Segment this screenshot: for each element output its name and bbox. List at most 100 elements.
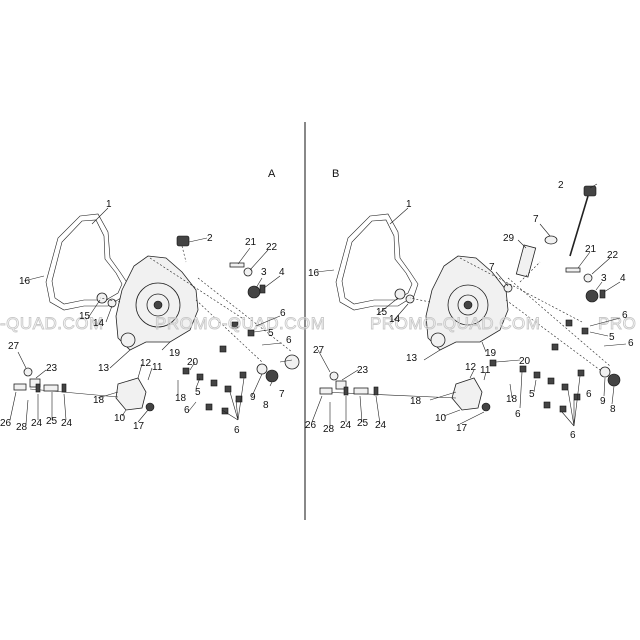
clamp-24b-b <box>373 386 379 396</box>
callout-b-6c: 6 <box>515 409 521 420</box>
callout-a-2: 2 <box>207 233 213 244</box>
bolt-17-a <box>145 402 155 412</box>
callout-a-6b: 6 <box>286 335 292 346</box>
callout-b-14: 14 <box>389 314 401 325</box>
callout-b-4: 4 <box>620 273 626 284</box>
leader-lines-b <box>311 183 627 428</box>
bolt-cluster-b <box>489 319 589 413</box>
clamp-24-b <box>343 386 349 396</box>
callout-b-28: 28 <box>323 424 335 435</box>
callout-a-25: 25 <box>46 416 58 427</box>
gasket-b <box>335 213 419 311</box>
fitting-23-a <box>29 378 41 388</box>
pipe-25-a <box>43 384 59 392</box>
callout-b-24b: 24 <box>375 420 387 431</box>
panel-b: B <box>305 168 636 441</box>
callout-b-18b: 18 <box>506 394 518 405</box>
ring-15-a <box>96 292 108 304</box>
callout-b-12: 12 <box>465 362 477 373</box>
clamp-24-a <box>35 383 41 393</box>
callout-b-17: 17 <box>456 423 468 434</box>
pipe-25-b <box>353 387 369 395</box>
fitting-27-a <box>23 367 33 377</box>
bolt-17-b <box>481 402 491 412</box>
ring-9-a <box>256 363 268 375</box>
callout-a-11: 11 <box>152 362 163 373</box>
fitting-23-b <box>335 380 347 390</box>
callout-a-20: 20 <box>187 357 199 368</box>
dipstick-rod-b <box>569 195 589 257</box>
fitting-26-a <box>13 383 27 391</box>
callout-a-15: 15 <box>79 311 91 322</box>
callout-a-6a: 6 <box>280 308 286 319</box>
callout-b-3: 3 <box>601 273 607 284</box>
callout-b-27: 27 <box>313 345 325 356</box>
callout-a-27: 27 <box>8 341 20 352</box>
callout-a-26: 26 <box>0 418 12 429</box>
panel-a: A <box>0 168 325 436</box>
callout-b-7a: 7 <box>533 214 539 225</box>
plug-8-b <box>607 373 621 387</box>
callout-b-25: 25 <box>357 418 369 429</box>
plug-8-a <box>265 369 279 383</box>
fitting-26-b <box>319 387 333 395</box>
tube-29-b <box>515 244 537 278</box>
ring-15-b <box>394 288 406 300</box>
callout-a-13: 13 <box>98 363 110 374</box>
bolt-4-a <box>259 284 266 294</box>
callout-a-10: 10 <box>114 413 126 424</box>
plug-3-a <box>247 285 261 299</box>
callout-b-16: 16 <box>308 268 320 279</box>
callout-a-7: 7 <box>279 389 285 400</box>
callout-b-11: 11 <box>480 365 491 376</box>
callout-b-9: 9 <box>600 396 606 407</box>
washer-22-b <box>583 273 593 283</box>
panel-a-letter: A <box>268 168 276 180</box>
panel-b-letter: B <box>332 168 339 180</box>
callout-b-10: 10 <box>435 413 447 424</box>
callout-a-24b: 24 <box>61 418 73 429</box>
callout-b-21: 21 <box>585 244 597 255</box>
hose-line-b <box>321 391 457 399</box>
gasket-a <box>45 213 129 311</box>
callout-a-23: 23 <box>46 363 58 374</box>
gasket-inner-b <box>341 219 413 305</box>
callout-b-6d: 6 <box>586 389 592 400</box>
assembly-lines-b <box>409 257 611 371</box>
callout-b-23: 23 <box>357 365 369 376</box>
callout-a-1: 1 <box>106 199 112 210</box>
gasket-inner-a <box>51 219 123 305</box>
callout-b-13: 13 <box>406 353 418 364</box>
callout-b-5a: 5 <box>609 332 615 343</box>
assembly-lines-a <box>99 245 293 363</box>
fitting-27-b <box>329 371 339 381</box>
bolt-21-a <box>229 262 245 268</box>
callout-a-22: 22 <box>266 242 278 253</box>
callout-a-18b: 18 <box>175 393 187 404</box>
callout-a-14: 14 <box>93 318 105 329</box>
callout-b-20: 20 <box>519 356 531 367</box>
cover-center-a <box>153 300 163 310</box>
ring-14-b <box>405 294 415 304</box>
cover-port-a <box>120 332 136 348</box>
callout-b-6a: 6 <box>622 310 628 321</box>
callout-b-18a: 18 <box>410 396 422 407</box>
callout-b-22: 22 <box>607 250 619 261</box>
callout-a-28: 28 <box>16 422 28 433</box>
callout-b-7b: 7 <box>489 262 495 273</box>
callout-b-19: 19 <box>485 348 497 359</box>
oil-cap-a <box>176 235 190 247</box>
ring-14-a <box>107 298 117 308</box>
callout-b-29: 29 <box>503 233 515 244</box>
callout-b-26: 26 <box>305 420 317 431</box>
cover-port-b <box>430 332 446 348</box>
bolt-21-b <box>565 267 581 273</box>
ring-7-a <box>284 354 300 370</box>
watermark-a-left: -QUAD.COM <box>0 314 104 333</box>
housing-10-b <box>451 377 483 411</box>
ring-9-b <box>599 366 611 378</box>
callout-a-19: 19 <box>169 348 181 359</box>
callout-a-16: 16 <box>19 276 31 287</box>
housing-10-a <box>115 377 147 411</box>
